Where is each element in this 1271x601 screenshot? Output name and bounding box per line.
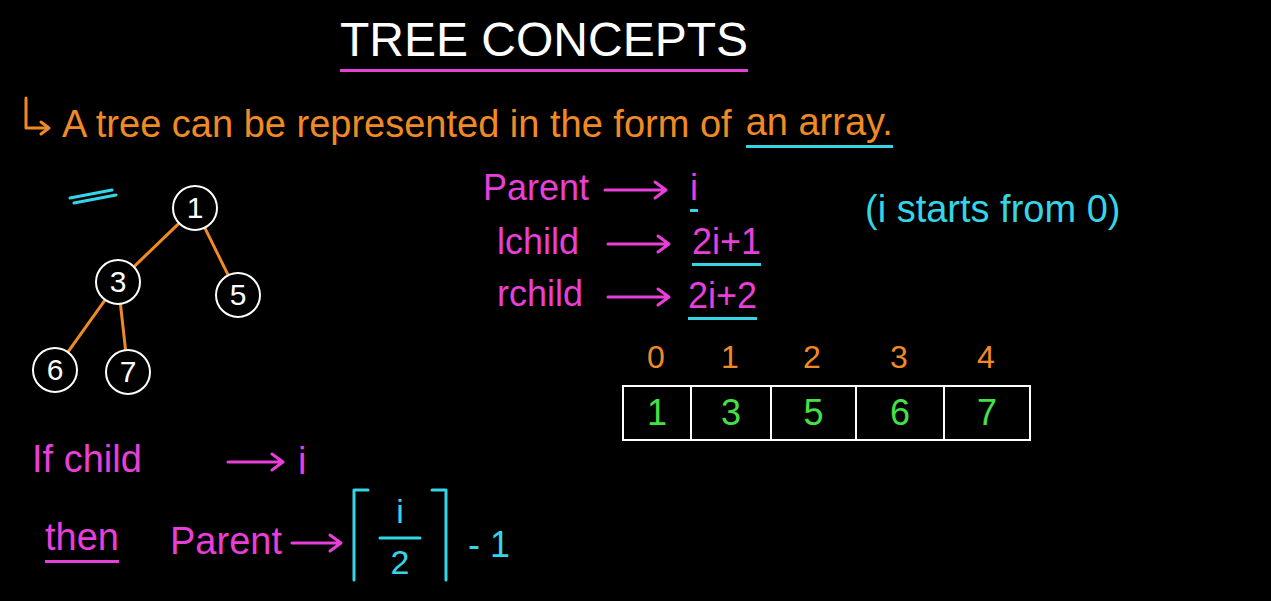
node-value: 5 <box>230 280 247 310</box>
edge-line <box>68 301 104 352</box>
arrow-symbol <box>608 236 669 252</box>
note-text: If child <box>32 439 142 481</box>
tree-edge <box>135 224 179 266</box>
tree-node-circle: 5 <box>215 272 261 318</box>
note-text: - 1 <box>468 525 510 565</box>
note-text: rchild <box>497 274 583 314</box>
fraction-bar <box>380 537 420 540</box>
note-text: A tree can be represented in the form of <box>62 104 732 146</box>
node-value: 7 <box>120 357 137 387</box>
index-number: 0 <box>647 340 665 375</box>
tree-node-circle: 7 <box>105 349 151 395</box>
tree-node-circle: 3 <box>95 259 141 305</box>
index-number: 2 <box>391 544 410 581</box>
array-cell: 6 <box>855 385 945 441</box>
ceiling-bracket <box>432 490 446 580</box>
cell-value: 7 <box>977 395 997 431</box>
arrow-symbol <box>605 182 666 198</box>
tree-node-circle: 6 <box>32 347 78 393</box>
index-number: 4 <box>977 340 995 375</box>
tree-node-circle: 1 <box>172 185 218 231</box>
tree-edge <box>205 229 228 275</box>
array-cell: 5 <box>770 385 857 441</box>
edge-line <box>205 229 228 275</box>
index-number: 1 <box>721 340 739 375</box>
array-cell: 1 <box>622 385 692 441</box>
node-value: 6 <box>47 355 64 385</box>
cell-value: 5 <box>803 395 823 431</box>
arrow-symbol <box>228 454 283 470</box>
array-cell: 7 <box>943 385 1031 441</box>
note-text: lchild <box>497 222 579 262</box>
cell-value: 6 <box>890 395 910 431</box>
note-text: Parent <box>483 168 589 208</box>
index-number: 3 <box>890 340 908 375</box>
edge-line <box>121 305 126 349</box>
note-text: i <box>690 168 698 212</box>
index-number: i <box>396 493 404 530</box>
node-value: 3 <box>110 267 127 297</box>
page-title: TREE CONCEPTS <box>340 14 748 72</box>
node-value: 1 <box>187 193 204 223</box>
note-text: i <box>298 441 306 483</box>
arrow-symbol <box>292 535 341 551</box>
hook-arrow-head <box>41 122 49 134</box>
note-text: Parent <box>170 521 282 563</box>
note-text: then <box>45 517 119 563</box>
cell-value: 1 <box>647 395 667 431</box>
cell-value: 3 <box>721 395 741 431</box>
index-number: 2 <box>803 340 821 375</box>
tree-edge <box>121 305 126 349</box>
arrow-symbol <box>608 289 669 305</box>
edge-line <box>135 224 179 266</box>
tick-mark <box>70 190 116 203</box>
note-text: (i starts from 0) <box>865 189 1120 231</box>
note-text: 2i+1 <box>692 222 761 266</box>
note-text: an array. <box>746 102 893 148</box>
ceiling-bracket <box>354 490 368 580</box>
tree-edge <box>68 301 104 352</box>
note-text: 2i+2 <box>688 276 757 320</box>
array-cell: 3 <box>690 385 772 441</box>
